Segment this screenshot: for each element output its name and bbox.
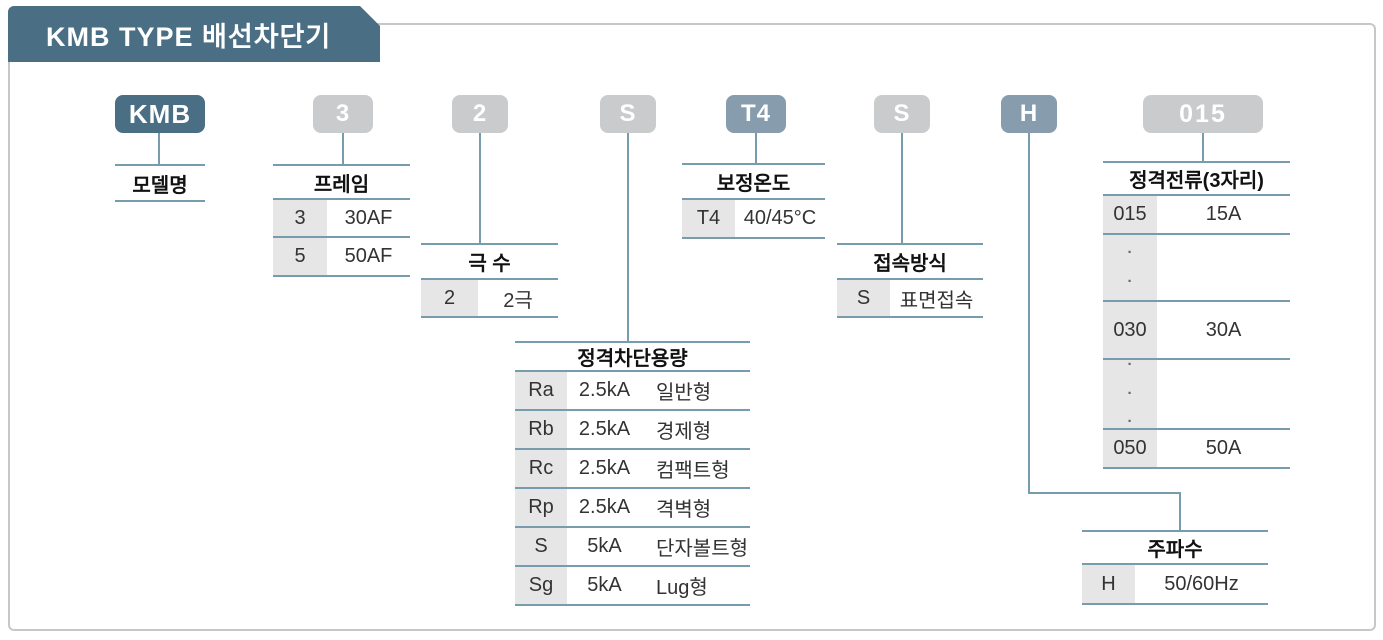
value-cell: 30A: [1205, 318, 1242, 341]
table-row: S 표면접속: [837, 280, 983, 318]
name-cell: 일반형: [656, 382, 712, 404]
table-row: S 5kA 단자볼트형: [515, 528, 750, 567]
connection-table: 접속방식 S 표면접속: [837, 243, 983, 318]
table-row-ellipsis: · ·: [1103, 235, 1290, 302]
code-cell: T4: [682, 200, 735, 237]
code-cell: S: [837, 280, 890, 316]
code-box-model: KMB: [115, 95, 205, 133]
connector-frame: [342, 133, 344, 164]
code-cell: Rc: [515, 450, 567, 487]
table-row: 030 30A: [1103, 302, 1290, 360]
table-row: Rb 2.5kA 경제형: [515, 411, 750, 450]
capacity-cell: 5kA: [587, 535, 622, 557]
table-row: T4 40/45°C: [682, 200, 825, 239]
connector-model: [158, 133, 160, 164]
code-cell: 2: [421, 280, 478, 316]
page-title: KMB TYPE 배선차단기: [46, 21, 332, 52]
code-cell: 3: [273, 200, 327, 236]
code-cell: Rp: [515, 489, 567, 526]
name-cell: 경제형: [656, 421, 712, 443]
code-cell: 5: [273, 238, 327, 275]
poles-table: 극 수 2 2극: [421, 243, 558, 318]
code-box-poles: 2: [452, 95, 508, 133]
frame-table: 프레임 3 30AF 5 50AF: [273, 164, 410, 277]
name-cell: 단자볼트형: [656, 538, 748, 560]
value-cell: 30AF: [344, 206, 393, 229]
name-cell: Lug형: [656, 577, 708, 599]
ellipsis-dots: · · ·: [1103, 356, 1157, 430]
table-row-ellipsis: · · ·: [1103, 356, 1290, 430]
capacity-cell: 2.5kA: [578, 496, 631, 518]
code-box-breaking-capacity: S: [600, 95, 656, 133]
code-box-frequency: H: [1001, 95, 1057, 133]
value-cell: [1157, 235, 1290, 300]
code-cell: S: [515, 528, 567, 565]
code-cell: 050: [1103, 430, 1157, 467]
value-cell: 50/60Hz: [1164, 572, 1239, 595]
code-box-rated-current: 015: [1143, 95, 1263, 133]
connector-poles: [479, 133, 481, 243]
capacity-cell: 2.5kA: [578, 418, 631, 440]
code-cell: Ra: [515, 372, 567, 409]
table-row: Rp 2.5kA 격벽형: [515, 489, 750, 528]
temperature-table: 보정온도 T4 40/45°C: [682, 163, 825, 239]
connection-table-title: 접속방식: [837, 243, 983, 280]
capacity-cell: 2.5kA: [578, 457, 631, 479]
value-cell: [1157, 360, 1290, 428]
table-row: 3 30AF: [273, 200, 410, 238]
code-box-temperature: T4: [726, 95, 786, 133]
connector-connection: [901, 133, 903, 243]
ellipsis-dots: · ·: [1103, 235, 1157, 300]
table-row: H 50/60Hz: [1082, 565, 1268, 605]
poles-table-title: 극 수: [421, 243, 558, 280]
table-row: Sg 5kA Lug형: [515, 567, 750, 606]
connector-frequency-h: [1028, 492, 1181, 494]
temperature-table-title: 보정온도: [682, 163, 825, 200]
value-cell: 2극: [503, 289, 533, 312]
value-cell: 40/45°C: [743, 207, 817, 229]
value-cell: 15A: [1205, 203, 1242, 225]
value-cell: 표면접속: [899, 289, 974, 312]
table-row: Ra 2.5kA 일반형: [515, 372, 750, 411]
code-cell: 030: [1103, 302, 1157, 358]
code-cell: Sg: [515, 567, 567, 604]
model-table-title: 모델명: [115, 164, 205, 202]
code-box-frame: 3: [313, 95, 373, 133]
frame-table-title: 프레임: [273, 164, 410, 200]
value-cell: 50A: [1205, 437, 1242, 459]
table-row: Rc 2.5kA 컴팩트형: [515, 450, 750, 489]
name-cell: 컴팩트형: [656, 460, 730, 482]
frequency-table-title: 주파수: [1082, 530, 1268, 565]
connector-frequency-v2: [1179, 492, 1181, 530]
breaking-capacity-table: 정격차단용량 Ra 2.5kA 일반형 Rb 2.5kA 경제형 Rc 2.5k…: [515, 341, 750, 606]
name-cell: 격벽형: [656, 499, 712, 521]
table-row: 015 15A: [1103, 196, 1290, 235]
code-cell: H: [1082, 565, 1135, 603]
code-cell: 015: [1103, 196, 1157, 233]
title-banner: KMB TYPE 배선차단기: [8, 6, 380, 62]
model-table: 모델명: [115, 164, 205, 202]
capacity-cell: 5kA: [587, 574, 622, 596]
connector-rated-current: [1202, 133, 1204, 161]
table-row: 5 50AF: [273, 238, 410, 277]
rated-current-table-title: 정격전류(3자리): [1103, 161, 1290, 196]
connector-frequency-v1: [1028, 133, 1030, 494]
table-row: 2 2극: [421, 280, 558, 318]
rated-current-table: 정격전류(3자리) 015 15A · · 030 30A · · · 050 …: [1103, 161, 1290, 469]
breaking-capacity-table-title: 정격차단용량: [515, 341, 750, 372]
connector-temperature: [755, 133, 757, 163]
connector-breaking-capacity: [627, 133, 629, 341]
value-cell: 50AF: [344, 245, 393, 267]
code-box-connection: S: [874, 95, 930, 133]
table-row: 050 50A: [1103, 430, 1290, 469]
capacity-cell: 2.5kA: [578, 379, 631, 401]
frequency-table: 주파수 H 50/60Hz: [1082, 530, 1268, 605]
code-cell: Rb: [515, 411, 567, 448]
